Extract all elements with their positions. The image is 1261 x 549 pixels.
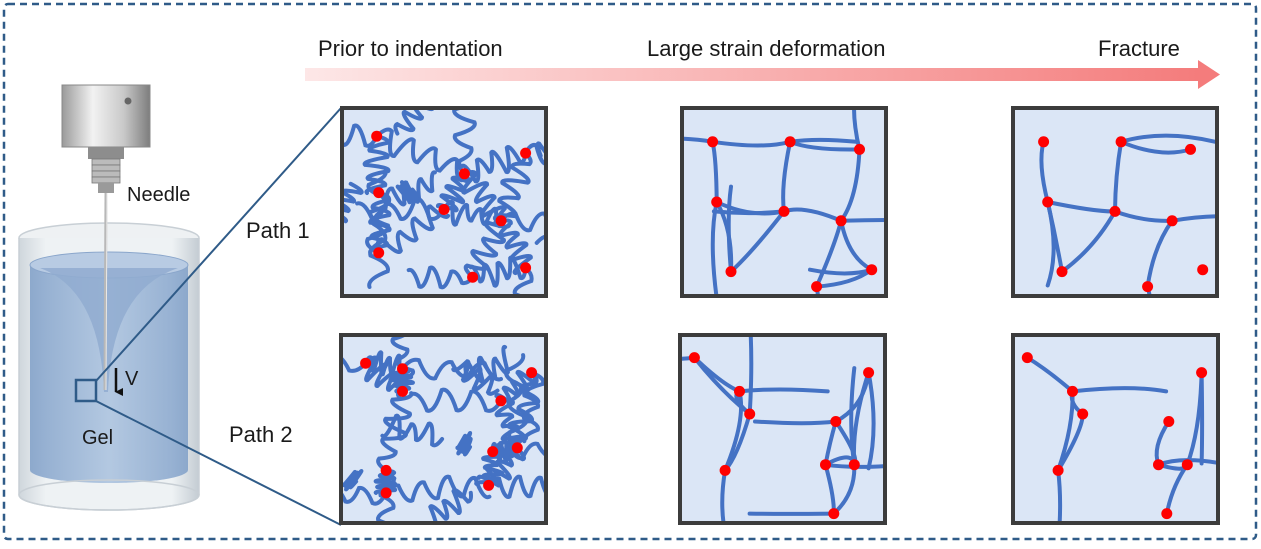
crosslink-dot	[496, 215, 507, 226]
crosslink-dot	[734, 386, 745, 397]
crosslink-dot	[1022, 352, 1033, 363]
crosslink-dot	[1142, 281, 1153, 292]
crosslink-dot	[373, 187, 384, 198]
crosslink-dot	[1185, 144, 1196, 155]
crosslink-dot	[467, 272, 478, 283]
path-1-label: Path 1	[246, 218, 310, 244]
crosslink-dot	[397, 386, 408, 397]
crosslink-dot	[512, 442, 523, 453]
crosslink-dot	[1116, 136, 1127, 147]
crosslink-dot	[1042, 197, 1053, 208]
crosslink-dot	[1057, 266, 1068, 277]
crosslink-dot	[1077, 409, 1088, 420]
crosslink-dot	[381, 465, 392, 476]
crosslink-dot	[520, 262, 531, 273]
crosslink-dot	[1167, 215, 1178, 226]
crosslink-dot	[1053, 465, 1064, 476]
crosslink-dot	[483, 480, 494, 491]
crosslink-dot	[830, 416, 841, 427]
crosslink-dot	[820, 459, 831, 470]
panel-path1-fracture	[1013, 108, 1261, 366]
crosslink-dot	[744, 409, 755, 420]
polymer-chain	[729, 187, 731, 272]
crosslink-dot	[1038, 136, 1049, 147]
crosslink-dot	[863, 367, 874, 378]
crosslink-dot	[854, 144, 865, 155]
stage-title-prior: Prior to indentation	[318, 36, 503, 62]
crosslink-dot	[711, 197, 722, 208]
crosslink-dot	[811, 281, 822, 292]
velocity-label: V	[125, 368, 138, 391]
crosslink-dot	[526, 367, 537, 378]
crosslink-dot	[779, 206, 790, 217]
network-panels	[267, 70, 1261, 544]
panel-path2-large	[620, 316, 904, 533]
crosslink-dot	[689, 352, 700, 363]
polymer-chain	[1058, 470, 1060, 544]
polymer-chain	[826, 465, 905, 467]
crosslink-dot	[849, 459, 860, 470]
crosslink-dot	[866, 264, 877, 275]
gel-label: Gel	[82, 427, 113, 450]
crosslink-dot	[360, 358, 371, 369]
panel-path1-prior	[309, 90, 599, 347]
polymer-chain	[714, 211, 784, 213]
crosslink-dot	[1110, 206, 1121, 217]
polymer-chain	[1202, 373, 1203, 464]
crosslink-dot	[520, 148, 531, 159]
crosslink-dot	[371, 131, 382, 142]
crosslink-dot	[1067, 386, 1078, 397]
crosslink-dot	[726, 266, 737, 277]
crosslink-dot	[459, 168, 470, 179]
polymer-chain	[750, 316, 752, 414]
polymer-chain	[790, 140, 856, 142]
panel-path2-fracture	[1013, 335, 1228, 544]
crosslink-dot	[381, 487, 392, 498]
crosslink-dot	[495, 395, 506, 406]
crosslink-dot	[828, 508, 839, 519]
needle-label: Needle	[127, 184, 190, 207]
stage-title-large-strain: Large strain deformation	[647, 36, 885, 62]
crosslink-dot	[1161, 508, 1172, 519]
crosslink-dot	[1196, 367, 1207, 378]
crosslink-dot	[836, 215, 847, 226]
polymer-chain	[620, 358, 694, 360]
polymer-chain	[755, 422, 836, 424]
crosslink-dot	[1197, 264, 1208, 275]
crosslink-dot	[707, 136, 718, 147]
crosslink-dot	[487, 446, 498, 457]
crosslink-dot	[397, 363, 408, 374]
crosslink-dot	[720, 465, 731, 476]
crosslink-dot	[1163, 416, 1174, 427]
progression-arrow	[305, 60, 1220, 89]
path-2-label: Path 2	[229, 422, 293, 448]
stage-title-fracture: Fracture	[1098, 36, 1180, 62]
crosslink-dot	[439, 204, 450, 215]
crosslink-dot	[1182, 459, 1193, 470]
polymer-chain	[841, 220, 924, 221]
crosslink-dot	[373, 247, 384, 258]
crosslink-dot	[1153, 459, 1164, 470]
crosslink-dot	[785, 136, 796, 147]
polymer-chain	[619, 138, 712, 141]
panel-path1-large	[619, 70, 924, 369]
